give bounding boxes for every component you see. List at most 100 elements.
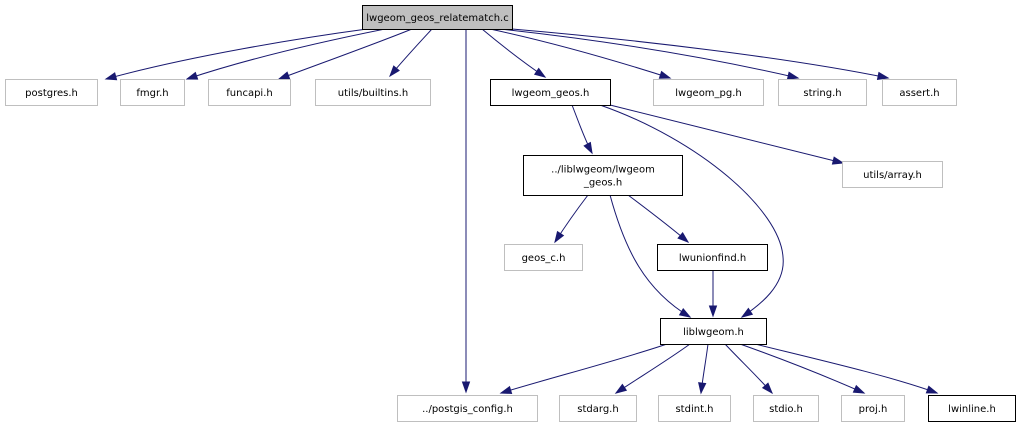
arrowhead-icon (708, 305, 718, 318)
arrowhead-icon (761, 382, 774, 395)
node-liblwgeom[interactable]: liblwgeom.h (660, 318, 767, 345)
node-root: lwgeom_geos_relatematch.c (362, 5, 513, 30)
node-label: fmgr.h (136, 88, 168, 99)
edge-line (186, 28, 386, 80)
arrowhead-icon (876, 71, 890, 81)
node-label: _geos.h (583, 178, 622, 189)
node-label: stdarg.h (577, 404, 618, 415)
node-label: proj.h (859, 404, 888, 415)
edge-line (499, 28, 799, 79)
node-fmgr: fmgr.h (120, 79, 185, 106)
node-box (657, 244, 768, 271)
arrowhead-icon (658, 70, 672, 79)
edge-line (489, 28, 671, 79)
node-box (315, 79, 431, 106)
node-stdint: stdint.h (658, 395, 731, 422)
node-box (362, 5, 513, 30)
edge-line (500, 343, 668, 394)
edge-liblwgeom-to-lwinline (754, 343, 939, 394)
node-label: ../postgis_config.h (422, 404, 513, 415)
edge-lib-lwgeom-geos-to-geos-c (554, 194, 589, 244)
node-box (5, 79, 98, 106)
arrowhead-icon (277, 71, 291, 80)
node-box (653, 79, 764, 106)
edge-line (609, 104, 844, 164)
node-array: utils/array.h (842, 161, 943, 188)
node-lwinline[interactable]: lwinline.h (928, 395, 1016, 422)
edge-lwgeom-geos-to-array (609, 104, 845, 165)
node-box (660, 318, 767, 345)
node-assert: assert.h (882, 79, 957, 106)
edge-line (105, 28, 368, 80)
edge-liblwgeom-to-postgis-config (499, 343, 668, 394)
node-lwgeom-geos[interactable]: lwgeom_geos.h (490, 79, 611, 106)
edge-liblwgeom-to-stdarg (614, 343, 691, 394)
arrowhead-icon (554, 230, 565, 244)
node-label: lwgeom_geos.h (512, 88, 590, 99)
node-geos-c: geos_c.h (504, 244, 583, 271)
arrowhead-icon (925, 385, 939, 394)
node-box (842, 161, 943, 188)
node-label: string.h (803, 88, 841, 99)
edge-line (627, 194, 689, 243)
node-builtins: utils/builtins.h (315, 79, 431, 106)
edge-liblwgeom-to-stdio (724, 343, 774, 395)
edge-lib-lwgeom-geos-to-liblwgeom (609, 194, 692, 318)
arrowhead-icon (499, 385, 513, 394)
edge-line (739, 343, 865, 394)
edge-root-to-fmgr (185, 28, 386, 80)
node-label: geos_c.h (522, 253, 566, 264)
edge-lwgeom-geos-to-liblwgeom (599, 104, 784, 318)
arrowhead-icon (852, 384, 866, 394)
edges-layer (104, 28, 939, 395)
edge-root-to-lwgeom-geos (481, 28, 547, 78)
node-label: lwunionfind.h (679, 253, 746, 264)
edge-line (609, 194, 691, 318)
node-string: string.h (778, 79, 867, 106)
node-funcapi: funcapi.h (208, 79, 291, 106)
node-label: lwgeom_geos_relatematch.c (366, 13, 508, 24)
arrowhead-icon (831, 156, 845, 165)
arrowhead-icon (786, 71, 800, 80)
node-proj: proj.h (841, 395, 905, 422)
arrowhead-icon (185, 71, 199, 80)
edge-root-to-string (499, 28, 800, 80)
edge-line (278, 28, 413, 80)
arrowhead-icon (677, 231, 690, 243)
arrowhead-icon (614, 383, 628, 394)
node-box (523, 155, 683, 196)
edge-lwgeom-geos-to-lib-lwgeom-geos (571, 104, 593, 155)
edge-root-to-lwgeom-pg (489, 28, 672, 79)
edge-line (754, 343, 938, 394)
node-box (504, 244, 583, 271)
edge-root-to-postgis-config (461, 29, 471, 394)
edge-liblwgeom-to-proj (739, 343, 866, 394)
arrowhead-icon (583, 141, 593, 155)
node-stdio: stdio.h (753, 395, 819, 422)
nodes-layer: lwgeom_geos_relatematch.c postgres.h fmgr.… (5, 5, 1016, 422)
arrowhead-icon (740, 307, 754, 318)
arrowhead-icon (461, 381, 471, 394)
node-label: stdio.h (769, 404, 803, 415)
edge-root-to-builtins (389, 28, 433, 78)
node-label: utils/array.h (863, 170, 922, 181)
node-box (208, 79, 291, 106)
edge-line (511, 28, 889, 79)
node-box (841, 395, 905, 422)
edge-line (615, 343, 691, 394)
edge-line (599, 104, 784, 318)
node-label: postgres.h (25, 88, 78, 99)
arrowhead-icon (678, 307, 692, 318)
node-label: lwgeom_pg.h (675, 88, 742, 99)
node-label: assert.h (899, 88, 939, 99)
node-box (559, 395, 637, 422)
node-lib-lwgeom-geos[interactable]: ../liblwgeom/lwgeom _geos.h (523, 155, 683, 196)
edge-lib-lwgeom-geos-to-lwunionfind (627, 194, 690, 243)
node-label: utils/builtins.h (338, 88, 408, 99)
node-postgres: postgres.h (5, 79, 98, 106)
node-lwunionfind[interactable]: lwunionfind.h (657, 244, 768, 271)
node-label: ../liblwgeom/lwgeom (551, 165, 655, 176)
node-box (490, 79, 611, 106)
edge-lwunionfind-to-liblwgeom (708, 270, 718, 318)
